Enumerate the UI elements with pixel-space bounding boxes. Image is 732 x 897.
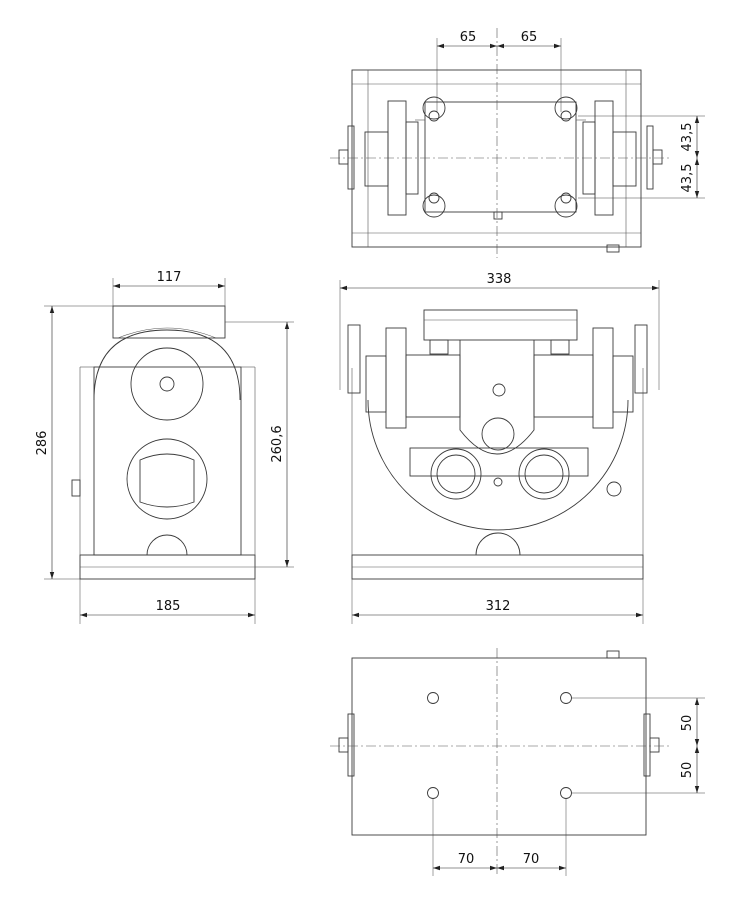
dim-side-185: 185 <box>156 599 181 614</box>
dim-top-43-5-upper: 43,5 <box>680 123 695 152</box>
dim-bottom-70-left: 70 <box>458 852 475 867</box>
dim-top-43-5-lower: 43,5 <box>680 164 695 193</box>
dim-top-65-right: 65 <box>521 30 538 45</box>
bottom-view: 50 50 70 70 <box>330 648 705 876</box>
front-view: 338 312 <box>339 272 660 624</box>
dim-side-117: 117 <box>157 270 182 285</box>
dim-side-286: 286 <box>35 431 50 456</box>
dim-side-260-6: 260,6 <box>270 425 285 462</box>
dim-top-65-left: 65 <box>460 30 477 45</box>
dim-front-338: 338 <box>487 272 512 287</box>
dim-front-312: 312 <box>486 599 511 614</box>
side-view: 117 286 260,6 185 <box>35 270 294 624</box>
dim-bottom-50-lower: 50 <box>680 762 695 779</box>
top-view: 65 65 43,5 43,5 <box>330 28 705 258</box>
dim-bottom-50-upper: 50 <box>680 715 695 732</box>
dim-bottom-70-right: 70 <box>523 852 540 867</box>
